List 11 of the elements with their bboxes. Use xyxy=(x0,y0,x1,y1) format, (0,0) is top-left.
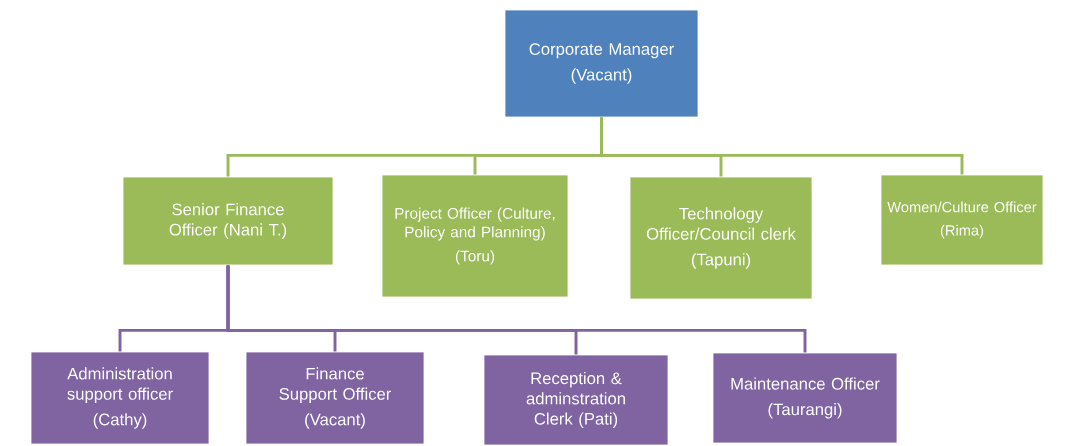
org-box: Finance Support Officer (Vacant) xyxy=(245,351,425,445)
org-box: Women/Culture Officer (Rima) xyxy=(880,174,1044,266)
org-box: Administration support officer (Cathy) xyxy=(30,351,210,445)
org-box: Technology Officer/Council clerk (Tapuni) xyxy=(629,176,813,300)
connector-line xyxy=(226,265,807,353)
org-box: Corporate Manager (Vacant) xyxy=(504,9,699,118)
org-box: Senior Finance Officer (Nani T.) xyxy=(122,176,334,266)
org-box: Maintenance Officer (Taurangi) xyxy=(712,352,898,444)
connector-line xyxy=(600,117,964,175)
org-box: Reception & adminstration Clerk (Pati) xyxy=(483,354,669,446)
org-box: Project Officer (Culture, Policy and Planning) (Toru) xyxy=(381,174,569,298)
